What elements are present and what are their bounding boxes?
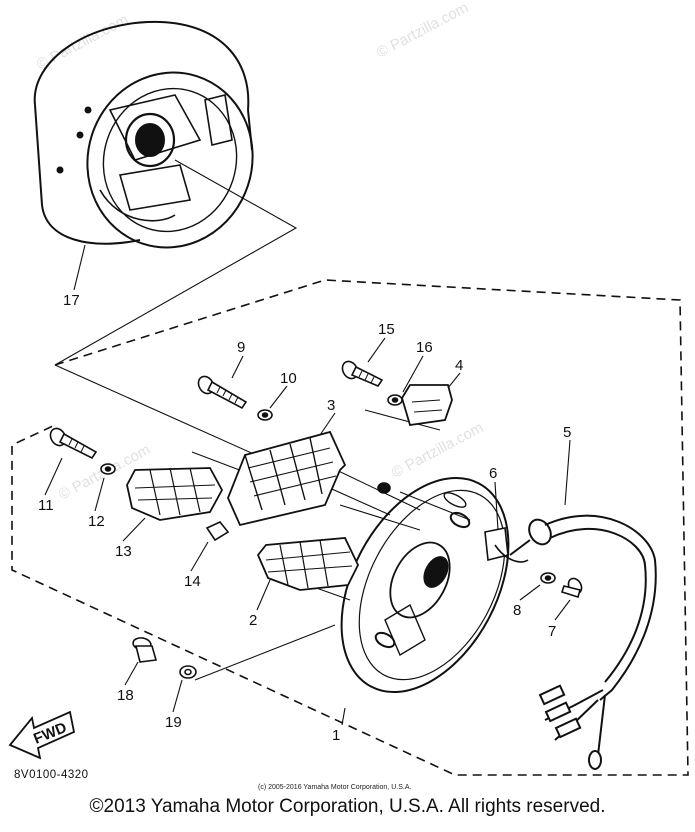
callout-5: 5	[563, 424, 571, 441]
callout-16: 16	[416, 339, 433, 356]
diagram-code: 8V0100-4320	[14, 769, 89, 781]
callout-2: 2	[249, 612, 257, 629]
source-coil	[256, 537, 360, 591]
callout-18: 18	[117, 687, 134, 704]
watermark-center: © Partzilla.com	[389, 419, 486, 481]
assembly-boundary	[11, 279, 689, 776]
watermark-top-right: © Partzilla.com	[374, 0, 471, 62]
callout-19: 19	[165, 714, 182, 731]
stator-base-plate	[340, 476, 510, 694]
lead-wire	[509, 514, 657, 770]
callout-14: 14	[184, 573, 201, 590]
charge-coil	[227, 430, 347, 527]
callout-7: 7	[548, 623, 556, 640]
callout-4: 4	[455, 357, 463, 374]
callout-12: 12	[88, 513, 105, 530]
lighting-coil	[126, 467, 224, 521]
flywheel-rotor	[33, 20, 254, 249]
callout-10: 10	[280, 370, 297, 387]
small-copyright: (c) 2005-2016 Yamaha Motor Corporation, …	[258, 784, 411, 791]
callout-3: 3	[327, 397, 335, 414]
callout-17: 17	[63, 292, 80, 309]
watermarks: © Partzilla.com © Partzilla.com © Partzi…	[34, 0, 486, 504]
washers	[100, 394, 556, 679]
footer-copyright: ©2013 Yamaha Motor Corporation, U.S.A. A…	[89, 796, 606, 817]
bolts	[49, 360, 583, 663]
callout-leaders	[44, 337, 571, 726]
callout-6: 6	[489, 465, 497, 482]
callout-15: 15	[378, 321, 395, 338]
callout-labels: 1 2 3 4 5 6 7 8 9 10 11 12 13 14 15 16 1…	[38, 292, 571, 744]
fwd-arrow-icon: FWD	[8, 710, 76, 760]
callout-11: 11	[38, 497, 54, 514]
coil-bracket	[401, 384, 453, 427]
callout-8: 8	[513, 602, 521, 619]
pulser-coil	[484, 527, 529, 563]
callout-1: 1	[332, 727, 340, 744]
callout-9: 9	[237, 339, 245, 356]
callout-13: 13	[115, 543, 132, 560]
